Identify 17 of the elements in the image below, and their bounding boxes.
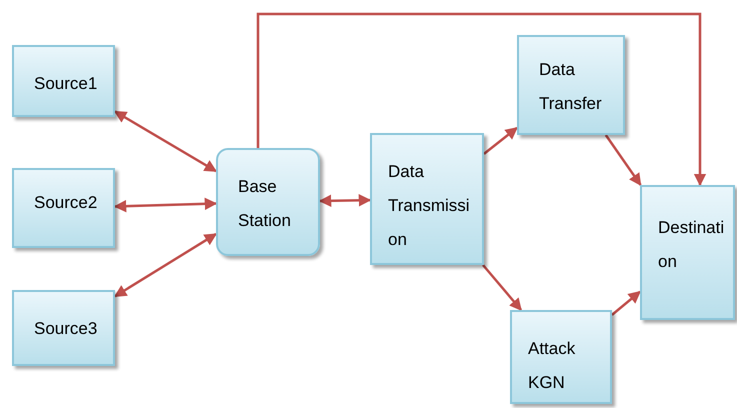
- process-box: Source2: [12, 168, 115, 248]
- arrow: [483, 126, 518, 155]
- arrow: [256, 12, 706, 186]
- rounded-process-box: Base Station: [216, 148, 320, 256]
- process-box: Source3: [12, 290, 115, 366]
- arrow: [114, 232, 218, 298]
- arrow: [114, 110, 218, 172]
- arrow: [482, 264, 522, 311]
- arrow: [318, 194, 372, 208]
- arrow: [604, 134, 642, 186]
- process-box: Source1: [12, 45, 115, 117]
- process-box: Destination: [640, 185, 735, 320]
- process-box: Data Transfer: [517, 35, 625, 135]
- arrow: [611, 290, 641, 316]
- arrow: [114, 198, 218, 212]
- process-box: Attack KGN: [510, 310, 612, 404]
- process-box: Data Transmission: [370, 133, 484, 265]
